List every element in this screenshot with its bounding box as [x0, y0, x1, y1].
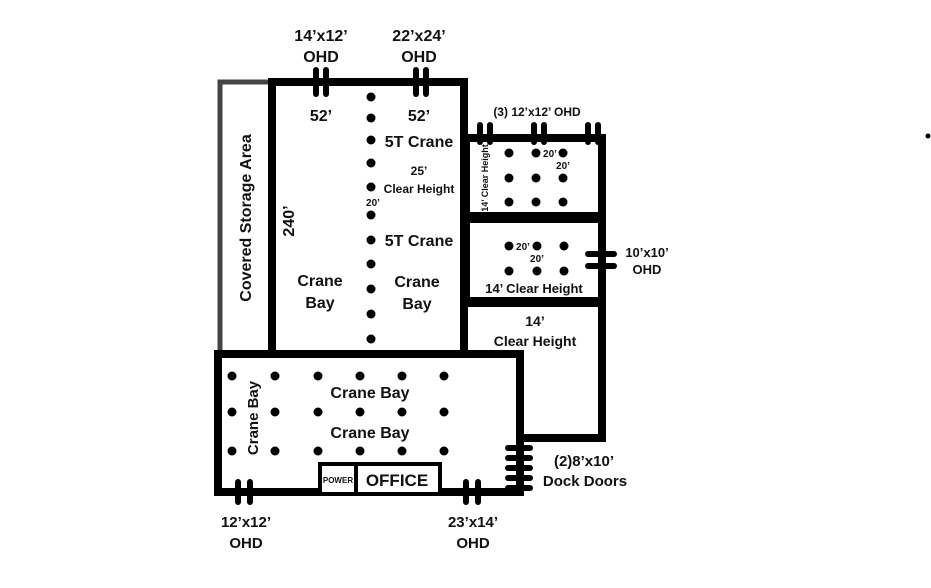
spacing-20-d-label: 20’	[530, 254, 544, 265]
column-dot	[313, 371, 323, 381]
column-dot	[355, 446, 365, 456]
column-dot	[531, 197, 541, 207]
covered-storage-label: Covered Storage Area	[238, 134, 255, 302]
column-dot	[439, 407, 449, 417]
clear-height-14-low-value-label: 14’	[525, 313, 544, 329]
dim-52-left-label: 52’	[310, 108, 332, 125]
column-dot	[355, 371, 365, 381]
crane-bay-bottom-lower-label: Crane Bay	[330, 425, 409, 442]
column-dot	[270, 446, 280, 456]
ohd-three-label: (3) 12’x12’ OHD	[493, 105, 581, 119]
crane-bay-right-line1: Crane	[394, 274, 439, 291]
dim-240-label: 240’	[281, 205, 298, 236]
column-dot	[366, 309, 376, 319]
dim-52-right-label: 52’	[408, 108, 430, 125]
ohd-bottom-left-size-label: 12’x12’	[221, 514, 271, 531]
column-dot	[504, 197, 514, 207]
clear-height-14-low-text-label: Clear Height	[494, 333, 577, 349]
column-dot	[504, 173, 514, 183]
crane-bay-right-line2: Bay	[402, 296, 431, 313]
column-dot	[366, 92, 376, 102]
clear-height-14-mid-label: 14’ Clear Height	[485, 281, 583, 296]
stray-dot	[925, 133, 931, 139]
walls	[214, 78, 606, 496]
ohd-bottom-left-type-label: OHD	[229, 535, 263, 552]
column-dot	[366, 113, 376, 123]
column-dot	[355, 407, 365, 417]
spacing-20-b-label: 20’	[556, 161, 570, 172]
column-dot	[366, 182, 376, 192]
column-dot	[439, 446, 449, 456]
column-dot	[559, 266, 569, 276]
column-dot	[504, 266, 514, 276]
dock-doors-text-label: Dock Doors	[543, 473, 627, 490]
column-dot	[227, 407, 237, 417]
spacing-20-c-label: 20’	[516, 242, 530, 253]
clear-height-14-vertical-label: 14’ Clear Height	[480, 144, 490, 212]
column-dot	[313, 407, 323, 417]
office-block	[318, 462, 442, 496]
column-dot	[532, 241, 542, 251]
clear-height-25-text-label: Clear Height	[384, 182, 455, 196]
door-marks	[235, 67, 617, 505]
crane-5t-upper-label: 5T Crane	[385, 134, 454, 151]
ohd-bottom-right-size-label: 23’x14’	[448, 514, 498, 531]
column-dot	[313, 446, 323, 456]
ohd-right-type-label: OHD	[633, 262, 662, 277]
ohd-top-right-size-label: 22’x24’	[392, 28, 445, 45]
column-dot	[558, 197, 568, 207]
column-dot	[531, 148, 541, 158]
crane-bay-bottom-upper-label: Crane Bay	[330, 385, 409, 402]
column-dot	[558, 148, 568, 158]
office-label: OFFICE	[366, 471, 428, 490]
ohd-top-left-type-label: OHD	[303, 49, 339, 66]
column-dot	[558, 173, 568, 183]
column-dot	[559, 241, 569, 251]
column-dot	[504, 148, 514, 158]
dock-doors-count-label: (2)8’x10’	[554, 453, 614, 470]
clear-height-25-value-label: 25’	[411, 164, 428, 178]
ohd-bottom-right-type-label: OHD	[456, 535, 490, 552]
spacing-20-main-label: 20’	[366, 198, 380, 209]
columns	[227, 92, 931, 456]
crane-bay-vertical-label: Crane Bay	[245, 380, 262, 455]
crane-5t-lower-label: 5T Crane	[385, 233, 454, 250]
column-dot	[366, 259, 376, 269]
power-label: POWER	[323, 476, 353, 485]
column-dot	[366, 235, 376, 245]
ohd-top-left-size-label: 14’x12’	[294, 28, 347, 45]
labels: 14’x12’ OHD 22’x24’ OHD 52’ 52’ 5T Crane…	[221, 28, 669, 552]
column-dot	[366, 158, 376, 168]
crane-bay-left-line2: Bay	[305, 295, 334, 312]
column-dot	[270, 371, 280, 381]
column-dot	[504, 241, 514, 251]
column-dot	[366, 334, 376, 344]
column-dot	[397, 446, 407, 456]
spacing-20-a-label: 20’	[543, 149, 557, 160]
column-dot	[439, 371, 449, 381]
column-dot	[532, 266, 542, 276]
ohd-right-size-label: 10’x10’	[625, 245, 668, 260]
column-dot	[397, 407, 407, 417]
crane-bay-left-line1: Crane	[297, 273, 342, 290]
column-dot	[270, 407, 280, 417]
lower-right-room-walls	[462, 299, 606, 442]
column-dot	[397, 371, 407, 381]
column-dot	[227, 371, 237, 381]
column-dot	[227, 446, 237, 456]
column-dot	[366, 210, 376, 220]
column-dot	[366, 284, 376, 294]
column-dot	[366, 135, 376, 145]
ohd-top-right-type-label: OHD	[401, 49, 437, 66]
column-dot	[531, 173, 541, 183]
